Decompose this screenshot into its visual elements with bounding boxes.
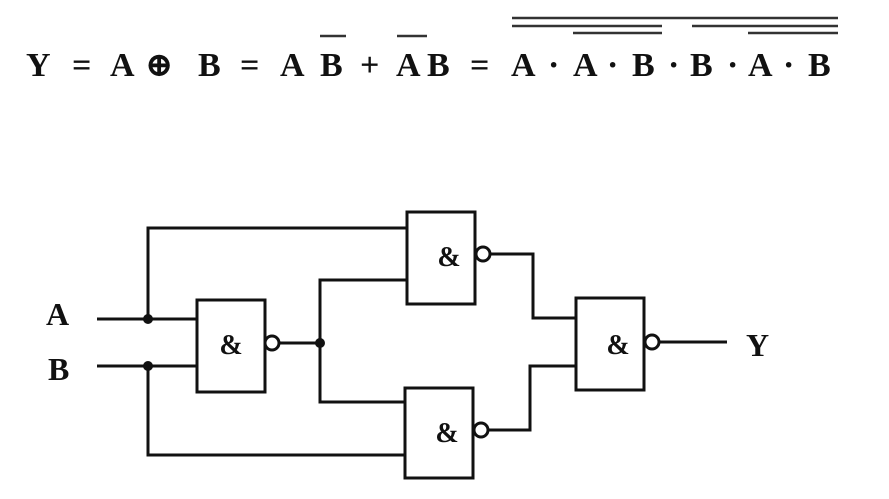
inverter-bubble	[472, 421, 490, 439]
eq-token: Y	[26, 47, 51, 84]
eq-token: B	[198, 47, 221, 84]
eq-token: ·	[548, 47, 559, 84]
wire-g2-out	[490, 252, 576, 320]
gate-label: &	[219, 330, 242, 361]
eq-token: A	[573, 47, 598, 84]
wire-g1-out	[279, 278, 407, 404]
eq-token: ⊕	[145, 47, 174, 84]
eq-token: B	[808, 47, 831, 84]
gate-label: &	[437, 242, 460, 273]
gate-label: &	[606, 330, 629, 361]
eq-token: A	[110, 47, 135, 84]
eq-token: ·	[727, 47, 738, 84]
eq-token: B	[690, 47, 713, 84]
eq-token: A	[396, 47, 421, 84]
eq-token: A	[280, 47, 305, 84]
input-label-b: B	[48, 351, 69, 387]
gate-g2: &	[405, 210, 492, 306]
gate-g3: &	[403, 386, 490, 480]
eq-token: =	[240, 47, 259, 84]
eq-token: A	[748, 47, 773, 84]
eq-token: =	[470, 47, 489, 84]
junction-dot	[143, 314, 153, 324]
inverter-bubble	[474, 245, 492, 263]
eq-token: B	[427, 47, 450, 84]
junction-dot	[315, 338, 325, 348]
gate-g1: &	[195, 298, 281, 394]
eq-token: B	[320, 47, 343, 84]
eq-token: ·	[668, 47, 679, 84]
eq-token: B	[632, 47, 655, 84]
input-label-a: A	[46, 296, 69, 332]
eq-token: +	[360, 47, 379, 84]
gate-g4: &	[574, 296, 661, 392]
output-label-y: Y	[746, 327, 769, 363]
wire-g3-out	[488, 364, 576, 432]
wires	[97, 226, 727, 457]
eq-token: ·	[607, 47, 618, 84]
inverter-bubble	[263, 334, 281, 352]
inverter-bubble	[643, 333, 661, 351]
eq-token: ·	[783, 47, 794, 84]
equation: Y = A ⊕ B = A B + A B = A · A · B · B · …	[26, 16, 838, 84]
eq-token: A	[511, 47, 536, 84]
eq-token: =	[72, 47, 91, 84]
gate-label: &	[435, 418, 458, 449]
junction-dot	[143, 361, 153, 371]
